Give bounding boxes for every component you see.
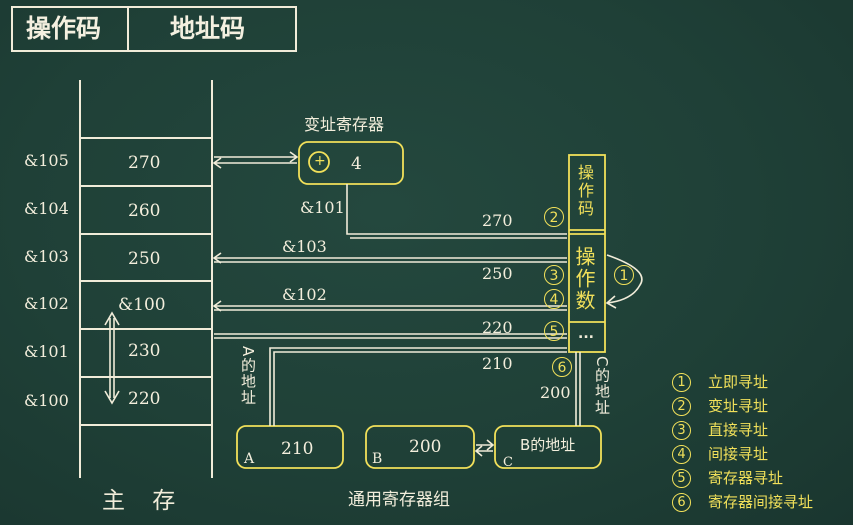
c-address-label: C的地址	[593, 356, 611, 416]
label-250: 250	[482, 264, 513, 283]
legend-text: 间接寻址	[708, 445, 769, 463]
addr-label: &104	[24, 199, 69, 218]
register-c-letter: C	[503, 455, 513, 470]
addr-label: &100	[24, 391, 69, 410]
legend-num: 4	[672, 445, 691, 464]
index-offset-line	[346, 184, 567, 235]
register-b-letter: B	[372, 451, 383, 467]
index-register-box	[298, 141, 404, 185]
register-b-value: 200	[409, 437, 442, 457]
legend-text: 寄存器间接寻址	[708, 493, 814, 511]
legend-text: 寄存器寻址	[708, 469, 784, 487]
mode-marker-2: 2	[544, 207, 564, 227]
arrow-to-index-register	[214, 151, 299, 163]
label-210: 210	[482, 354, 513, 373]
instruction-more: ...	[578, 326, 594, 342]
a-address-label: A的地址	[239, 346, 257, 406]
index-offset-label: &101	[300, 198, 345, 217]
register-a-value: 210	[281, 439, 314, 459]
legend-num: 5	[672, 469, 691, 488]
legend-text: 立即寻址	[708, 373, 769, 391]
instruction-operand: 操作数	[572, 246, 596, 312]
memory-cell: 250	[128, 249, 161, 269]
c-to-b-arrow	[476, 439, 495, 451]
label-102: &102	[282, 285, 327, 304]
memory-cell: &100	[118, 295, 166, 315]
addr-label: &105	[24, 151, 69, 170]
mode-marker-3: 3	[544, 265, 564, 285]
instruction-opcode: 操作码	[575, 164, 594, 218]
mode-marker-5: 5	[544, 321, 564, 341]
legend-num: 3	[672, 421, 691, 440]
mode-marker-1: 1	[614, 265, 634, 285]
legend-text: 直接寻址	[708, 421, 769, 439]
label-103: &103	[282, 237, 327, 256]
label-270: 270	[482, 211, 513, 230]
adder-plus: +	[314, 153, 326, 169]
register-c-value: B的地址	[520, 436, 576, 454]
memory-cell: 230	[128, 341, 161, 361]
adder-circle	[308, 151, 330, 173]
main-memory-title: 主 存	[102, 488, 186, 514]
index-register-title: 变址寄存器	[304, 115, 385, 134]
index-register-value: 4	[351, 154, 362, 174]
addr-label: &101	[24, 342, 69, 361]
immediate-loop-arrow	[606, 254, 643, 304]
label-220: 220	[482, 318, 513, 337]
register-a-letter: A	[244, 451, 255, 467]
register-a-box	[236, 425, 344, 469]
legend-num: 6	[672, 493, 691, 512]
address-header: 地址码	[170, 14, 246, 43]
register-a-path	[269, 347, 567, 426]
general-registers-title: 通用寄存器组	[348, 490, 450, 510]
opcode-header: 操作码	[26, 14, 102, 43]
memory-cell: 260	[128, 201, 161, 221]
arrow-to-memory-105	[212, 157, 297, 169]
register-c-box	[494, 425, 602, 469]
instruction-format-box	[11, 6, 297, 52]
mode-marker-6: 6	[552, 357, 572, 377]
legend-text: 变址寻址	[708, 397, 769, 415]
memory-cell: 270	[128, 153, 161, 173]
register-b-box	[365, 425, 475, 469]
memory-cell: 220	[128, 389, 161, 409]
instruction-box	[568, 154, 606, 353]
legend-num: 1	[672, 373, 691, 392]
label-200: 200	[540, 383, 571, 402]
addr-label: &102	[24, 294, 69, 313]
mode-marker-4: 4	[544, 289, 564, 309]
legend-num: 2	[672, 397, 691, 416]
addr-label: &103	[24, 247, 69, 266]
